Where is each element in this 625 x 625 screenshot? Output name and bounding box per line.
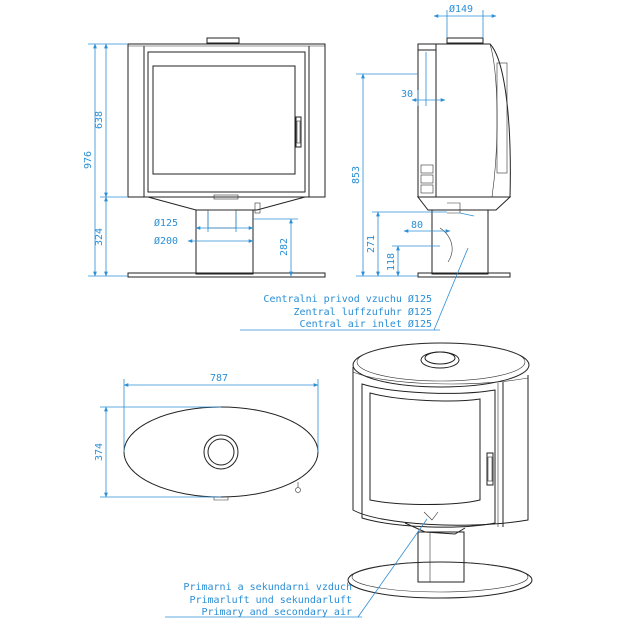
side-dimensions: Ø149 30 853 271 80 118 [351,3,497,277]
label-primary-air-de: Primarluft und sekundarluft [189,595,352,606]
dim-depth: 374 [94,443,105,461]
label-central-air-en: Central air inlet Ø125 [300,318,432,330]
dim-height: 853 [351,166,362,184]
dim-base-height: 118 [386,253,397,271]
dim-outer-diameter: Ø200 [154,235,178,247]
label-central-air-cz: Centralni privod vzuchu Ø125 [263,293,432,305]
top-view: 787 374 [94,373,319,501]
dim-body-height: 638 [94,111,105,129]
dim-total-height: 976 [83,151,94,169]
label-primary-air-cz: Primarni a sekundarni vzduch [183,582,352,593]
central-air-label: Centralni privod vzuchu Ø125 Zentral luf… [240,247,469,331]
dim-inner-diameter: Ø125 [154,217,178,229]
front-view: 976 638 324 282 Ø125 Ø200 [83,37,326,278]
dim-width: 787 [210,373,228,384]
side-view: Ø149 30 853 271 80 118 [351,3,512,278]
top-dimensions: 787 374 [94,373,319,498]
dim-flue-diameter: Ø149 [449,3,473,15]
dim-outlet-height: 282 [279,238,290,256]
dim-inlet-height: 271 [366,235,377,253]
dim-offset: 30 [401,89,413,100]
perspective-view [347,342,533,599]
front-dimensions: 976 638 324 282 Ø125 Ø200 [83,43,298,277]
primary-air-label: Primarni a sekundarni vzduch Primarluft … [165,518,428,618]
label-central-air-de: Zentral luffzufuhr Ø125 [294,306,432,318]
dim-pedestal-height: 324 [94,228,105,246]
dim-inlet-depth: 80 [411,220,423,231]
label-primary-air-en: Primary and secondary air [201,607,352,618]
